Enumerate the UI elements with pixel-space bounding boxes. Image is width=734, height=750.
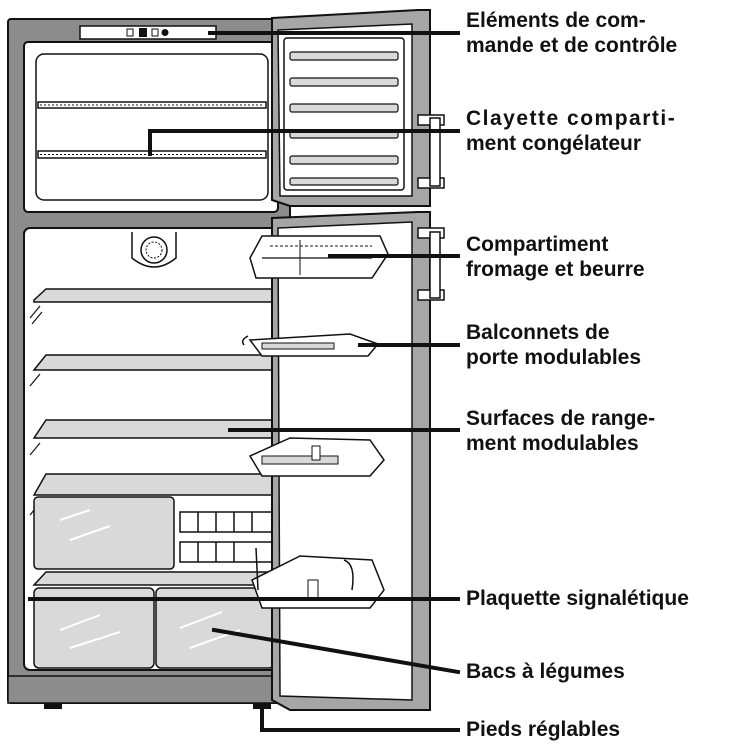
label-freezer-shelf-line2: ment congélateur	[466, 132, 642, 155]
glass-shelves	[32, 288, 277, 586]
label-cheese-butter-line2: fromage et beurre	[466, 258, 645, 281]
leader-lines	[28, 31, 461, 732]
door-balcony-1	[241, 333, 380, 357]
control-panel	[79, 25, 217, 40]
fan-vent	[131, 232, 177, 268]
label-freezer-shelf: Clayette comparti- ment congélateur	[466, 106, 676, 156]
label-controls: Eléments de com- mande et de contrôle	[466, 8, 677, 58]
label-storage-surfaces-line2: ment modulables	[466, 432, 639, 455]
label-controls-line1: Eléments de com-	[466, 9, 646, 32]
label-vegetable-bins-line1: Bacs à légumes	[466, 660, 625, 683]
label-storage-surfaces-line1: Surfaces de range-	[466, 407, 656, 430]
leader-adjustable-feet	[260, 703, 460, 732]
label-adjustable-feet-line1: Pieds réglables	[466, 718, 621, 741]
label-rating-plate: Plaquette signalétique	[466, 586, 689, 611]
label-door-balconies: Balconnets de porte modulables	[466, 320, 641, 370]
label-cheese-butter: Compartiment fromage et beurre	[466, 232, 645, 282]
door-balcony-2	[248, 437, 385, 477]
label-door-balconies-line2: porte modulables	[466, 346, 642, 369]
label-adjustable-feet: Pieds réglables	[466, 717, 620, 742]
label-controls-line2: mande et de contrôle	[466, 34, 678, 57]
label-cheese-butter-line1: Compartiment	[466, 233, 609, 256]
leader-freezer-shelf	[148, 129, 460, 156]
left-foot	[44, 701, 62, 709]
freezer-door	[271, 9, 445, 207]
vegetable-bins	[33, 587, 275, 669]
label-vegetable-bins: Bacs à légumes	[466, 659, 625, 684]
label-freezer-shelf-line1: Clayette comparti-	[466, 107, 677, 130]
label-door-balconies-line1: Balconnets de	[466, 321, 610, 344]
leader-vegetable-bins	[211, 627, 461, 675]
drawer-box	[33, 496, 175, 570]
label-storage-surfaces: Surfaces de range- ment modulables	[466, 406, 655, 456]
label-rating-plate-line1: Plaquette signalétique	[466, 587, 689, 610]
door-balcony-3	[251, 547, 385, 609]
